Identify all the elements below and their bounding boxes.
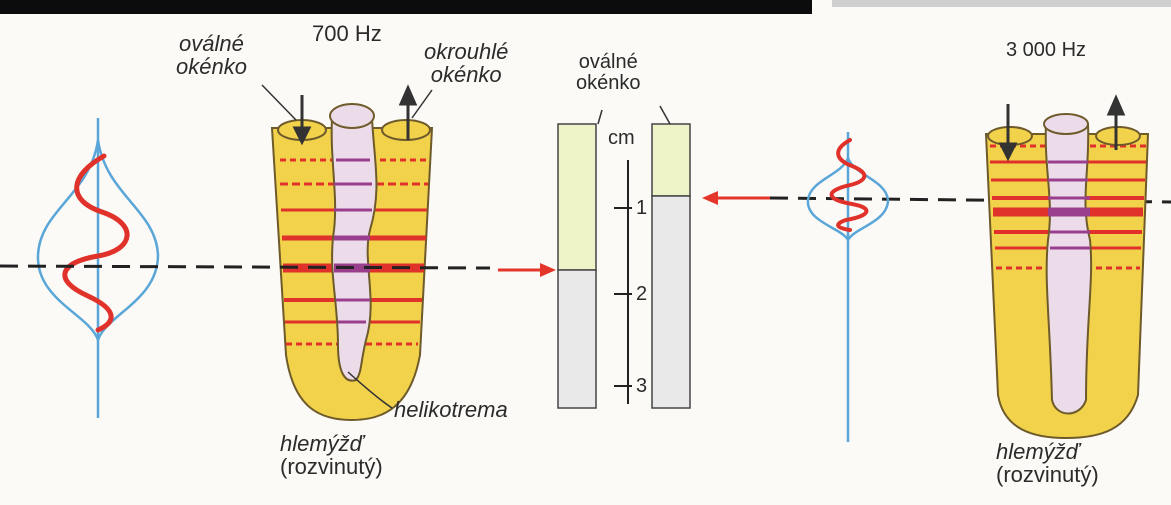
- scale-leader-2: [660, 106, 670, 124]
- left-cochlea-line1: hlemýžď: [280, 432, 383, 455]
- left-round-window-line1: okrouhlé: [424, 40, 508, 63]
- left-oval-window-line1: oválné: [176, 32, 247, 55]
- right-cochlea-line1: hlemýžď: [996, 440, 1099, 463]
- scale-tick-3: 3: [636, 376, 647, 397]
- scale-oval-window-label: oválné okénko: [576, 52, 641, 94]
- left-red-arrow: [498, 263, 556, 277]
- scale-tick-1: 1: [636, 198, 647, 219]
- left-round-window-line2: okénko: [424, 63, 508, 86]
- top-black-bar: [0, 0, 812, 14]
- helicotrema-label: helikotrema: [394, 398, 508, 421]
- scale-unit-label: cm: [608, 128, 635, 149]
- scale-strip-right: [652, 124, 690, 408]
- scale-tick-2: 2: [636, 284, 647, 305]
- right-cochlea-line2: (rozvinutý): [996, 463, 1099, 486]
- scale-oval-window-line2: okénko: [576, 73, 641, 94]
- left-wave-envelope: [38, 118, 158, 418]
- left-round-window-label: okrouhlé okénko: [424, 40, 508, 86]
- scale-strip-left: [558, 124, 596, 408]
- right-wave-envelope: [808, 132, 888, 442]
- right-cochlea-label: hlemýžď (rozvinutý): [996, 440, 1099, 486]
- right-red-arrow: [702, 191, 772, 205]
- scale-leader: [598, 110, 602, 124]
- left-frequency-label: 700 Hz: [312, 22, 382, 45]
- left-oval-window-line2: okénko: [176, 55, 247, 78]
- left-cochlea: [262, 85, 432, 420]
- scale-oval-window-line1: oválné: [576, 52, 641, 73]
- top-gray-bar: [832, 0, 1171, 7]
- right-cochlea: [986, 98, 1148, 438]
- right-frequency-label: 3 000 Hz: [1006, 40, 1086, 61]
- left-cochlea-line2: (rozvinutý): [280, 455, 383, 478]
- left-cochlea-label: hlemýžď (rozvinutý): [280, 432, 383, 478]
- cm-ruler: [614, 160, 632, 404]
- left-oval-window-label: oválné okénko: [176, 32, 247, 78]
